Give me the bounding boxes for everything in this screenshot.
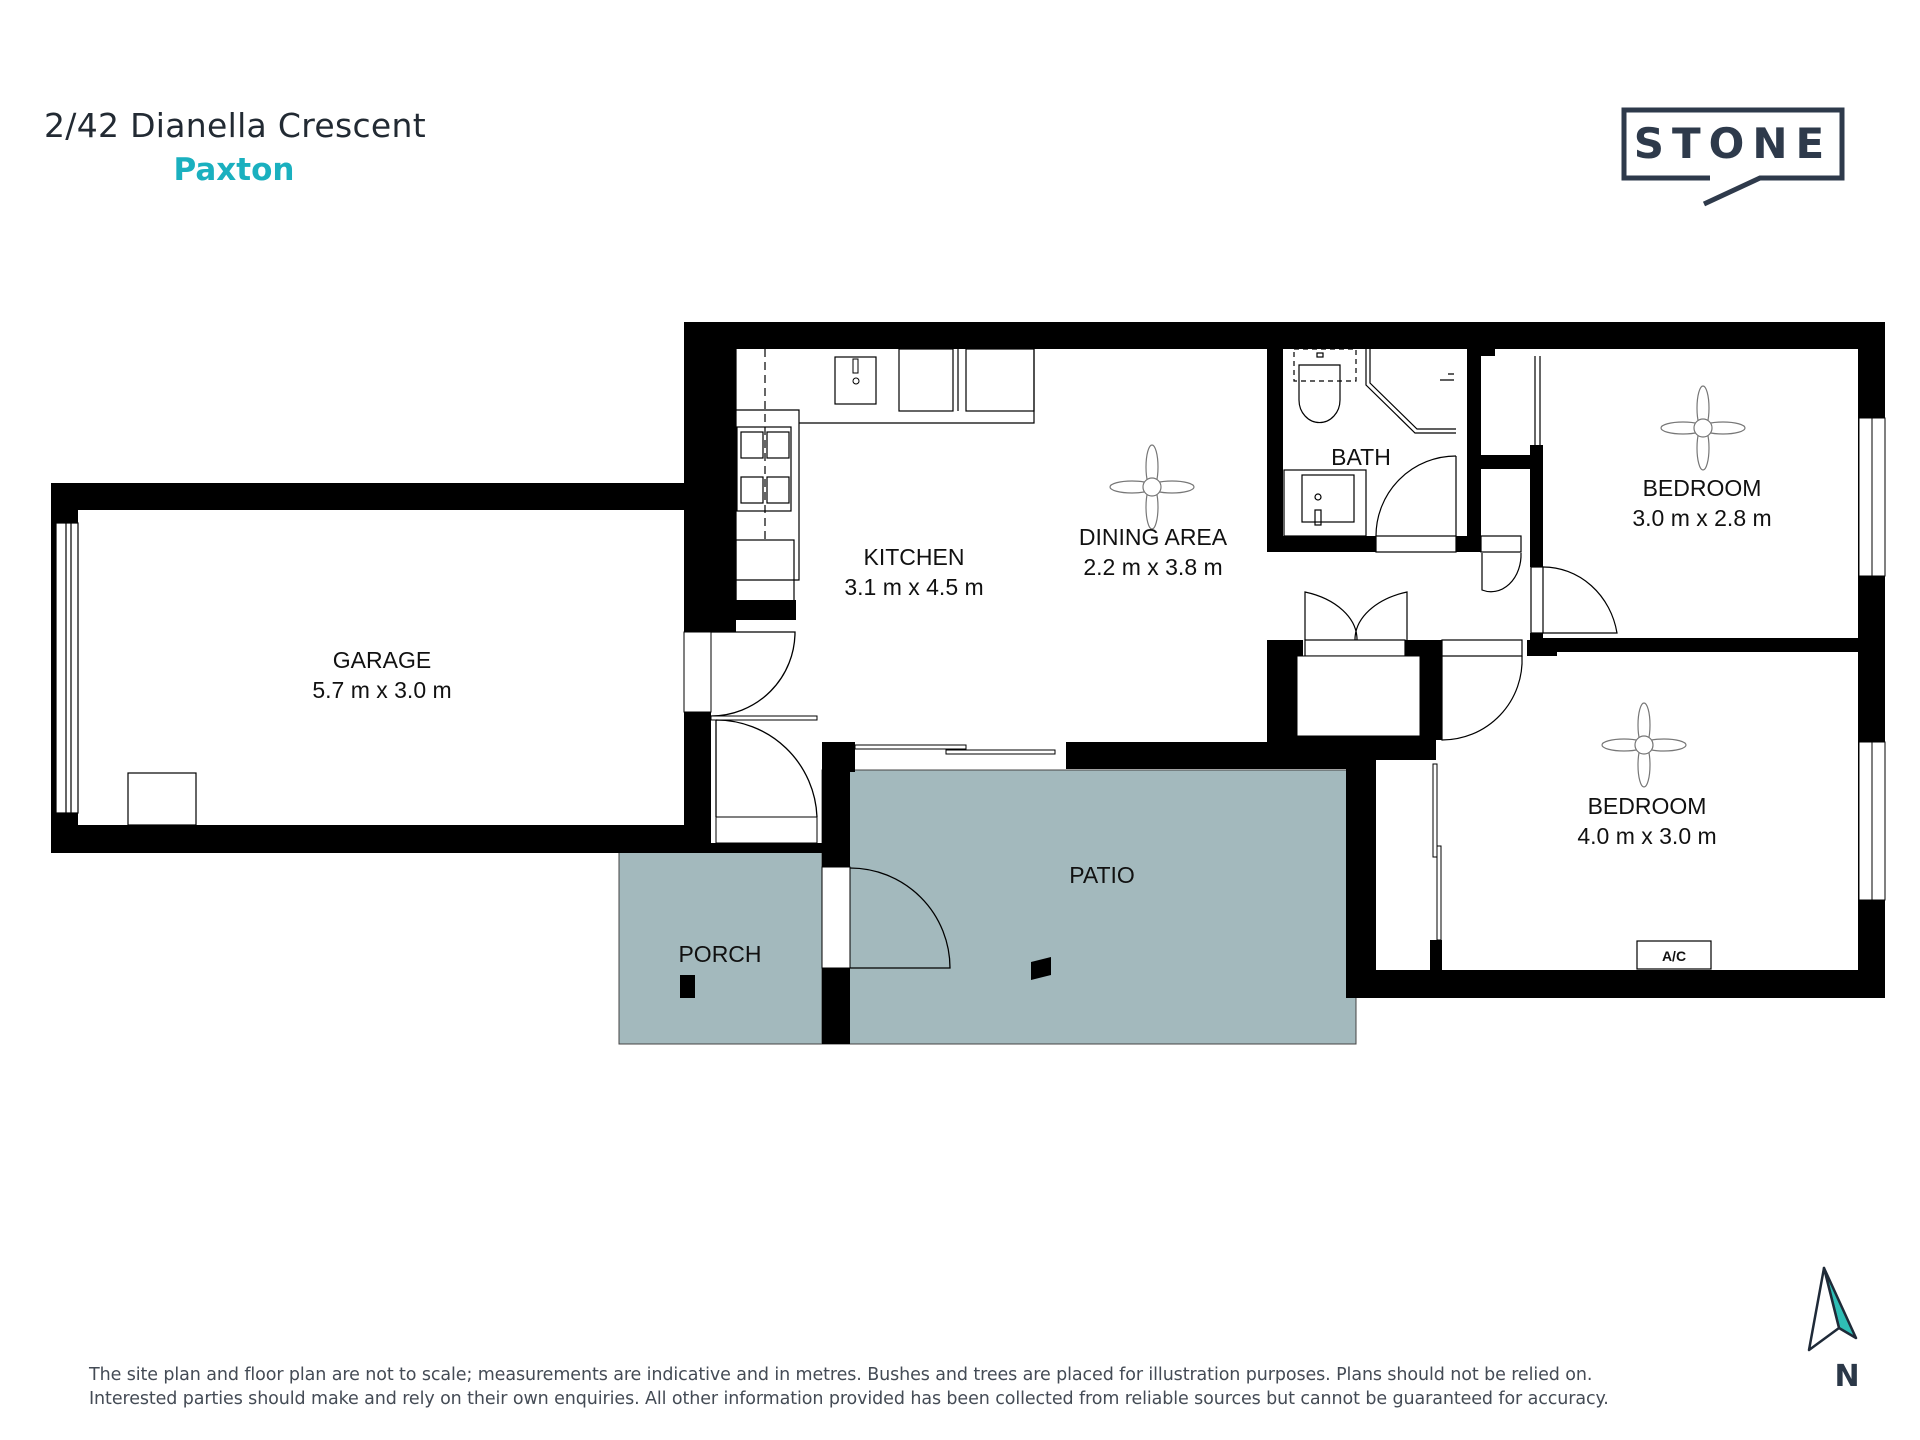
bedroom2-name: BEDROOM [1588, 793, 1707, 819]
windows [1858, 417, 1886, 901]
property-suburb: Paxton [173, 152, 295, 188]
patio-door-swing [849, 867, 951, 969]
dining-dims: 2.2 m x 3.8 m [1083, 554, 1222, 580]
bath-name: BATH [1331, 444, 1391, 470]
garage-name: GARAGE [333, 647, 431, 673]
bath-fixtures [1283, 348, 1457, 553]
garage-dims: 5.7 m x 3.0 m [312, 677, 451, 703]
disclaimer-line-2: Interested parties should make and rely … [89, 1389, 1609, 1409]
ceiling-fan-icon [1660, 385, 1746, 471]
sliding-door [854, 744, 1056, 755]
porch-post [680, 975, 695, 998]
ac-unit [1636, 940, 1712, 970]
stone-logo: STONE [1621, 107, 1845, 207]
patio-post [1031, 957, 1051, 980]
title-block: 2/42 Dianella Crescent Paxton [44, 104, 464, 192]
ac-label: A/C [1662, 948, 1686, 964]
kitchen-name: KITCHEN [864, 544, 965, 570]
ceiling-fan-icon [1601, 702, 1687, 788]
kitchen-dims: 3.1 m x 4.5 m [844, 574, 983, 600]
garage-fixture [127, 772, 197, 826]
porch-name: PORCH [678, 941, 761, 967]
ceiling-fan-icon [1109, 444, 1195, 530]
entry-door-swing [715, 719, 818, 818]
cooktop-icon [736, 426, 792, 512]
patio-name: PATIO [1069, 862, 1135, 888]
north-label: N [1834, 1359, 1859, 1392]
bedroom1-name: BEDROOM [1643, 475, 1762, 501]
disclaimer-line-1: The site plan and floor plan are not to … [89, 1365, 1593, 1385]
north-arrow-icon: N [1807, 1266, 1860, 1392]
patio-area [821, 769, 1357, 1045]
bedroom2-dims: 4.0 m x 3.0 m [1577, 823, 1716, 849]
property-address: 2/42 Dianella Crescent [44, 106, 426, 145]
door-swing [710, 631, 796, 717]
closet-sliding-doors [1432, 763, 1442, 941]
dining-name: DINING AREA [1079, 524, 1228, 550]
bedroom1-dims: 3.0 m x 2.8 m [1632, 505, 1771, 531]
garage-door [55, 522, 79, 814]
kitchen-benches [735, 348, 1035, 603]
disclaimer: The site plan and floor plan are not to … [89, 1363, 1749, 1411]
logo-text: STONE [1634, 119, 1832, 168]
